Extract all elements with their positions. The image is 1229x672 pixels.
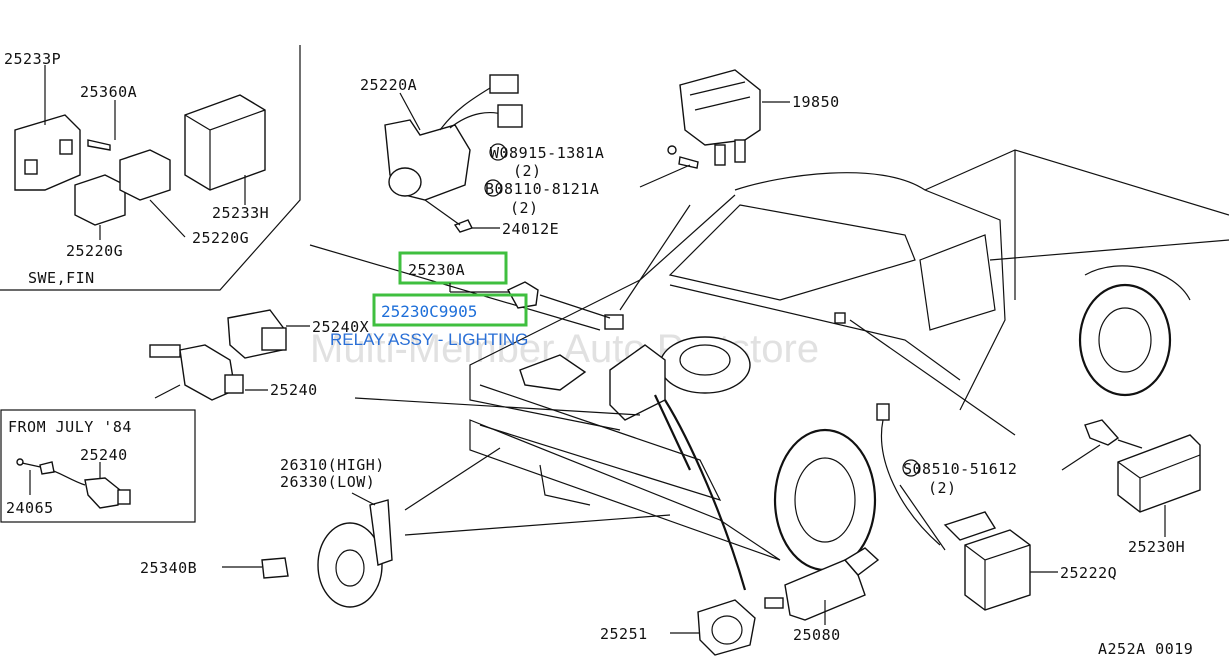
- part-25080: [764, 547, 880, 625]
- relay-description[interactable]: RELAY ASSY - LIGHTING: [330, 330, 528, 349]
- label-s-qty: (2): [928, 479, 957, 497]
- label-25230C9905[interactable]: 25230C9905: [381, 302, 477, 321]
- part-25222Q: [943, 511, 1058, 611]
- label-24012E: 24012E: [502, 220, 559, 238]
- reference-code: A252A 0019: [1098, 640, 1193, 658]
- label-25233H: 25233H: [212, 204, 269, 222]
- part-24065-25240: [16, 458, 131, 509]
- part-25240X: [227, 309, 310, 359]
- label-25240X: 25240X: [312, 318, 369, 336]
- inset-swe-fin: [0, 45, 301, 291]
- label-25240-b: 25240: [80, 446, 128, 464]
- part-horn: [222, 492, 393, 608]
- label-24065: 24065: [6, 499, 54, 517]
- label-horn-low: 26330(LOW): [280, 473, 375, 491]
- label-from-july: FROM JULY '84: [8, 418, 132, 436]
- highlight-25230C9905[interactable]: [372, 293, 528, 327]
- label-b08110: B08110-8121A: [485, 180, 599, 198]
- label-25251: 25251: [600, 625, 648, 643]
- label-25222Q: 25222Q: [1060, 564, 1117, 582]
- label-b-qty: (2): [510, 199, 539, 217]
- label-25233P: 25233P: [4, 50, 61, 68]
- part-25230H: [1061, 419, 1201, 537]
- label-w-qty: (2): [513, 162, 542, 180]
- highlight-25230A[interactable]: [398, 251, 508, 285]
- part-25240: [149, 344, 268, 401]
- arrows: [154, 204, 1016, 591]
- truck-outline: [469, 149, 1229, 572]
- label-swe-fin: SWE,FIN: [28, 269, 95, 287]
- label-25220G-b: 25220G: [192, 229, 249, 247]
- label-25220G-a: 25220G: [66, 242, 123, 260]
- part-25220A: [384, 74, 523, 233]
- label-25340B: 25340B: [140, 559, 197, 577]
- inset-from-july: [0, 409, 196, 523]
- part-25251: [670, 599, 756, 656]
- label-25360A: 25360A: [80, 83, 137, 101]
- label-horn-high: 26310(HIGH): [280, 456, 385, 474]
- label-s08510: S08510-51612: [903, 460, 1017, 478]
- label-w08915: W08915-1381A: [490, 144, 604, 162]
- label-25220A: 25220A: [360, 76, 417, 94]
- label-25240: 25240: [270, 381, 318, 399]
- part-19850: [639, 69, 790, 188]
- label-25230H: 25230H: [1128, 538, 1185, 556]
- label-19850: 19850: [792, 93, 840, 111]
- label-25230A: 25230A: [408, 261, 465, 279]
- label-25080: 25080: [793, 626, 841, 644]
